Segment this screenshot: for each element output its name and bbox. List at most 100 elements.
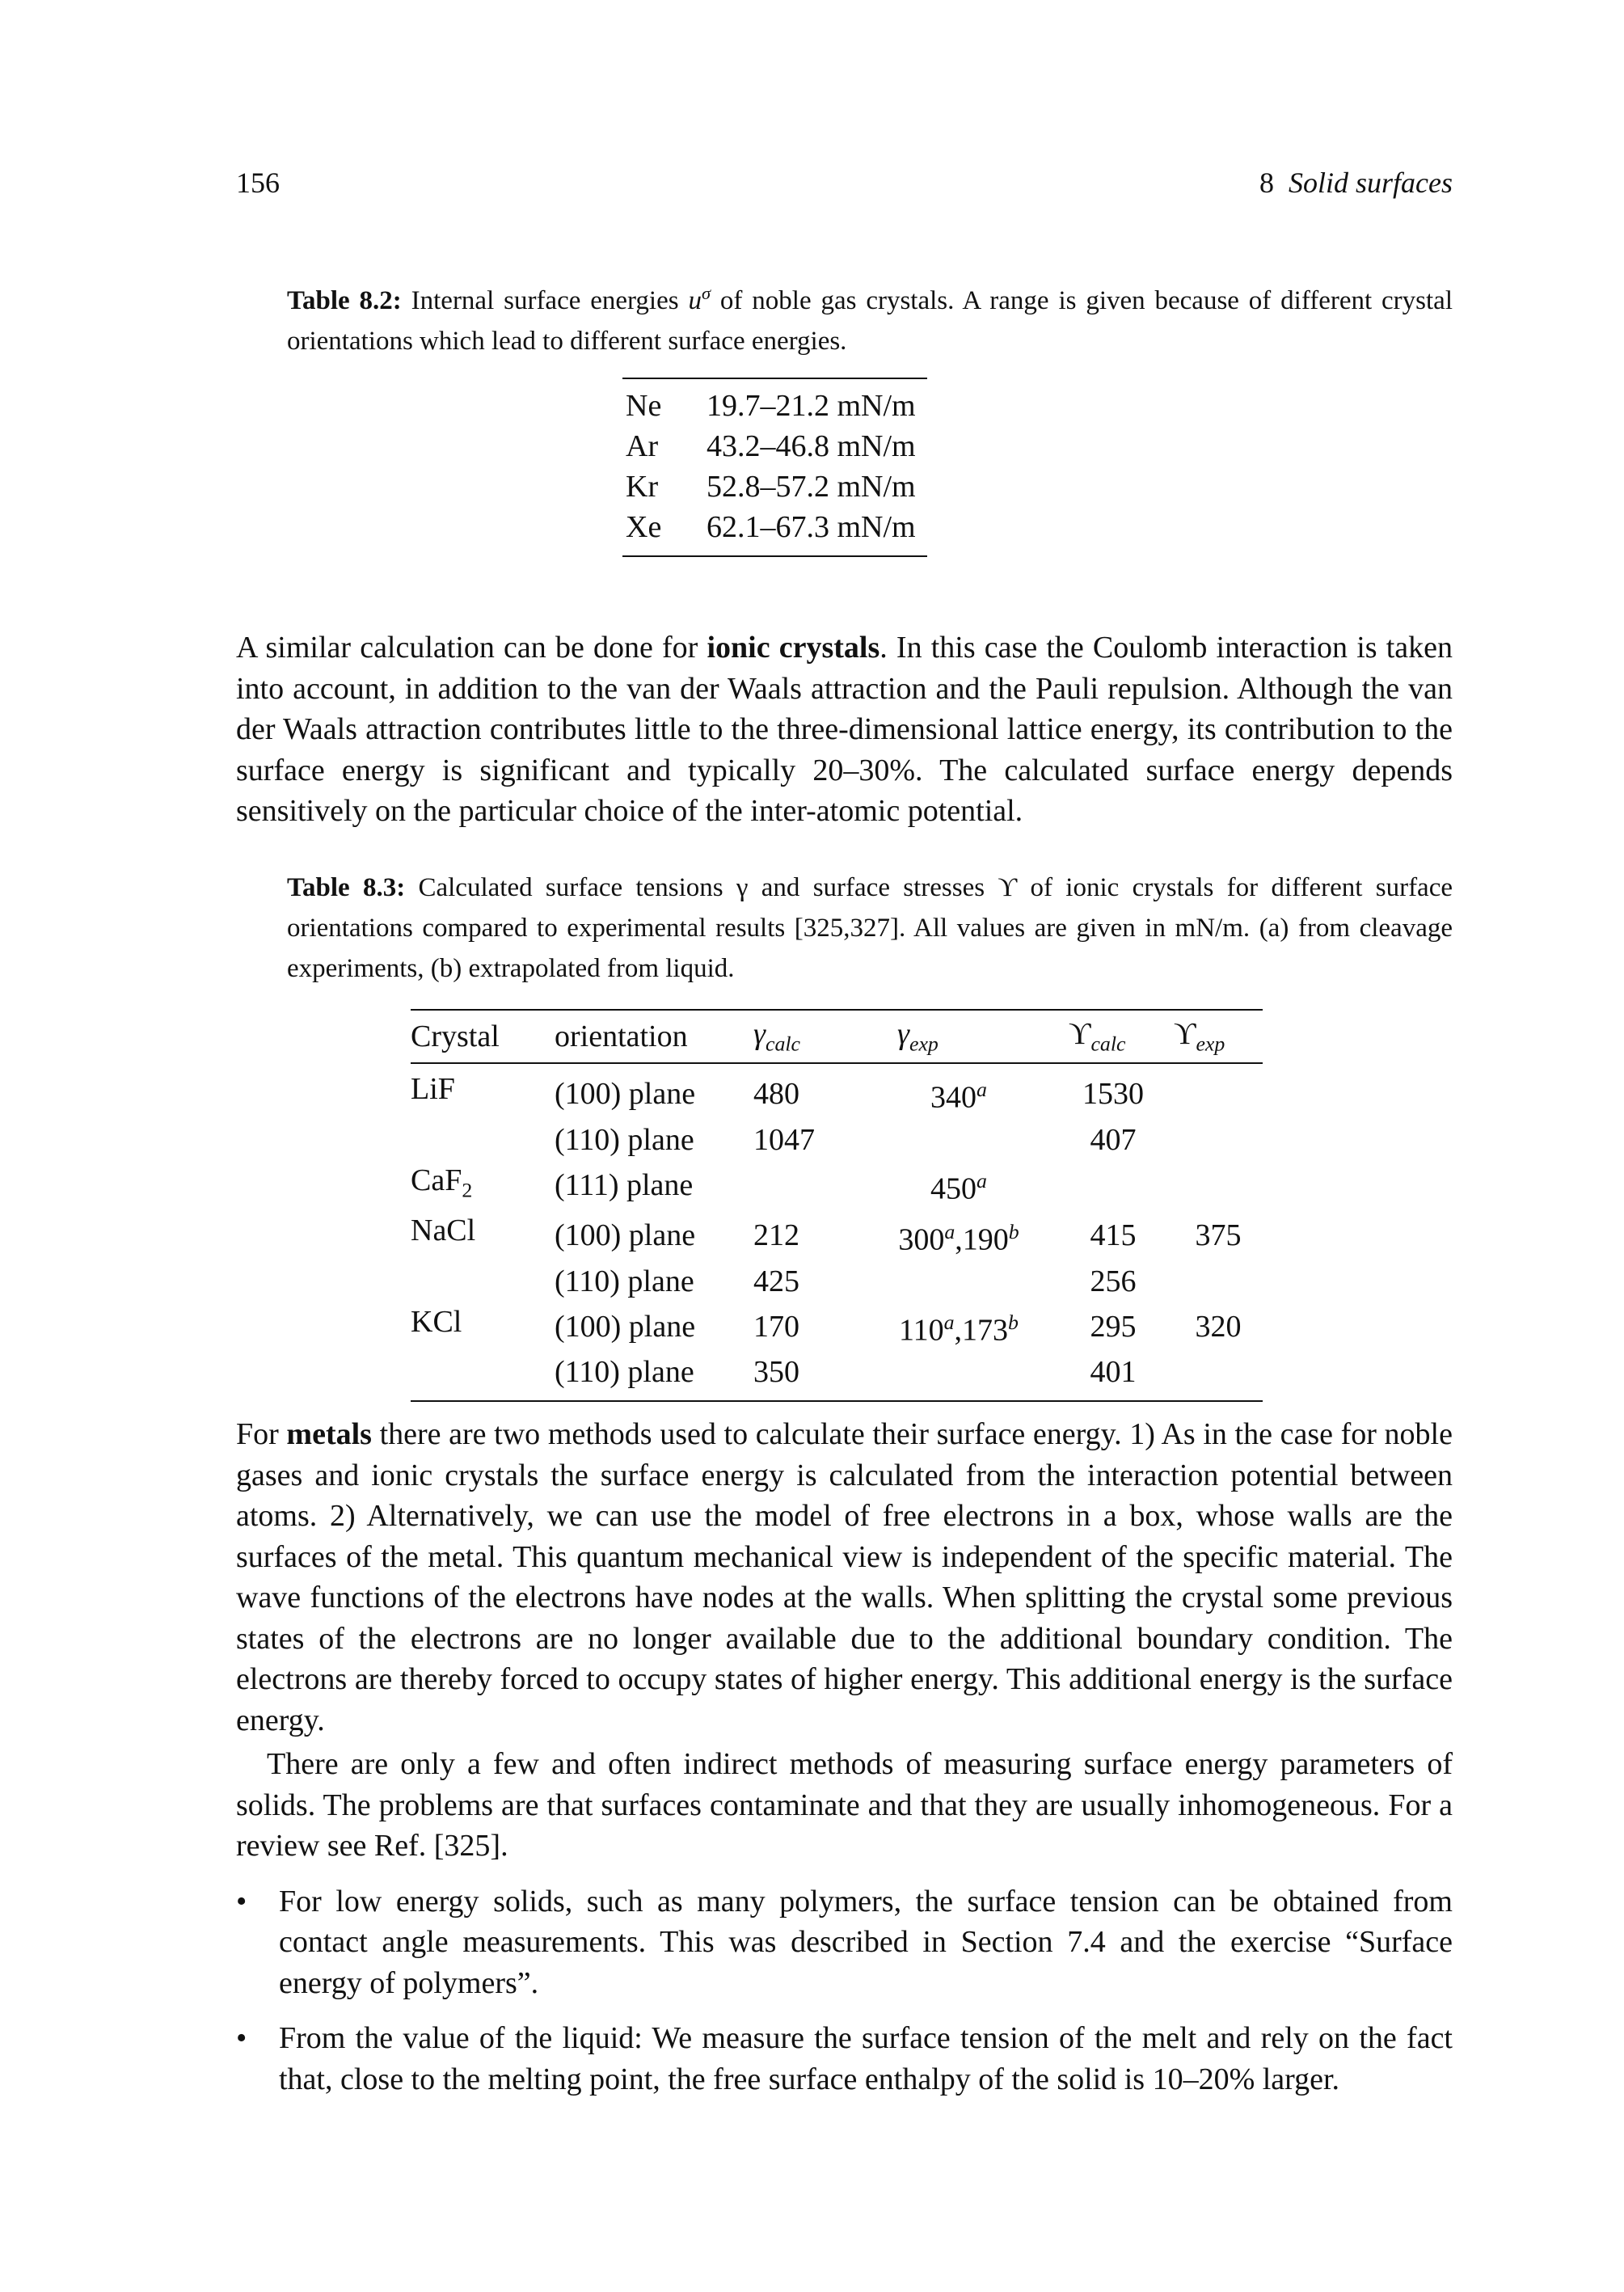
chapter-title: Solid surfaces	[1289, 167, 1453, 199]
paragraph-text: there are two methods used to calculate …	[236, 1417, 1453, 1737]
table-label: Table 8.3:	[287, 873, 406, 902]
col-header-crystal: Crystal	[411, 1010, 555, 1064]
cell-upsilon-exp	[1174, 1352, 1263, 1401]
cell-upsilon-exp	[1174, 1120, 1263, 1160]
cell-gamma-exp: 450a	[930, 1169, 987, 1206]
cell-gamma-exp	[865, 1352, 1052, 1401]
paragraph-metals: For metals there are two methods used to…	[236, 1414, 1453, 2114]
table-8-3: Crystal orientation γcalc γexp ϒcalc ϒex…	[411, 1009, 1263, 1403]
cell-upsilon-calc: 295	[1090, 1310, 1137, 1344]
cell-crystal: LiF	[411, 1072, 455, 1106]
cell-crystal	[411, 1352, 555, 1401]
symbol: ϒ	[1174, 1017, 1196, 1052]
cell-upsilon-exp	[1174, 1160, 1263, 1211]
symbol: u	[688, 286, 702, 315]
keyword: metals	[286, 1417, 372, 1451]
cell-gamma-exp	[865, 1120, 1052, 1160]
bullet-icon: •	[236, 2021, 247, 2055]
table-8-3-caption: Table 8.3: Calculated surface tensions γ…	[287, 867, 1453, 989]
bullet-icon: •	[236, 1884, 247, 1918]
cell-gamma-exp: 340a	[930, 1078, 987, 1116]
cell-element: Ne	[626, 389, 662, 423]
cell-orientation: (110) plane	[555, 1122, 694, 1157]
paragraph-text: . In this case the Coulomb interaction i…	[236, 631, 1453, 828]
table-row: (110) plane 1047 407	[411, 1120, 1263, 1160]
cell-gamma-exp: 300a,190b	[898, 1219, 1019, 1257]
bullet-item: • From the value of the liquid: We measur…	[236, 2018, 1453, 2100]
cell-gamma-calc	[753, 1160, 865, 1211]
table-label: Table 8.2:	[287, 286, 402, 315]
cell-upsilon-calc: 415	[1090, 1218, 1137, 1253]
cell-gamma-calc: 212	[753, 1218, 799, 1253]
col-header-upsilon-calc: ϒcalc	[1052, 1010, 1174, 1064]
cell-orientation: (111) plane	[555, 1167, 694, 1202]
bullet-text: For low energy solids, such as many poly…	[279, 1884, 1453, 2000]
col-header-gamma-calc: γcalc	[753, 1010, 865, 1064]
cell-upsilon-calc: 256	[1090, 1264, 1137, 1298]
paragraph-text: For	[236, 1417, 287, 1451]
cell-upsilon-calc: 401	[1090, 1355, 1137, 1390]
cell-orientation: (110) plane	[555, 1264, 694, 1298]
caption-text: Calculated surface tensions γ and surfac…	[287, 873, 1453, 983]
table-row: (110) plane 425 256	[411, 1261, 1263, 1302]
cell-upsilon-exp: 320	[1195, 1310, 1242, 1344]
cell-upsilon-calc: 1530	[1082, 1077, 1144, 1112]
table-row: NaCl (100) plane 212 300a,190b 415 375	[411, 1210, 1263, 1261]
cell-gamma-calc: 425	[753, 1264, 799, 1298]
table-row: Kr 52.8–57.2 mN/m	[622, 466, 927, 507]
page-number: 156	[236, 167, 280, 199]
cell-upsilon-exp	[1174, 1261, 1263, 1302]
symbol: ϒ	[1069, 1017, 1091, 1052]
symbol: γ	[897, 1017, 909, 1052]
cell-value: 43.2–46.8 mN/m	[707, 429, 916, 463]
cell-upsilon-calc: 407	[1090, 1122, 1137, 1157]
symbol: γ	[753, 1017, 766, 1052]
paragraph-ionic: A similar calculation can be done for io…	[236, 627, 1453, 832]
caption-text: of noble gas crystals. A range is given …	[287, 286, 1453, 356]
table-header-row: Crystal orientation γcalc γexp ϒcalc ϒex…	[411, 1010, 1263, 1064]
cell-crystal: NaCl	[411, 1214, 476, 1248]
table-row: Ar 43.2–46.8 mN/m	[622, 426, 927, 466]
caption-text: Internal surface energies	[401, 286, 689, 315]
cell-upsilon-exp	[1174, 1063, 1263, 1120]
subscript: calc	[765, 1032, 801, 1056]
table-row: (110) plane 350 401	[411, 1352, 1263, 1401]
cell-value: 19.7–21.2 mN/m	[707, 389, 916, 423]
col-header-gamma-exp: γexp	[865, 1010, 1052, 1064]
cell-orientation: (100) plane	[555, 1310, 696, 1344]
symbol-sup: σ	[701, 283, 711, 303]
table-row: Ne 19.7–21.2 mN/m	[622, 378, 927, 426]
paragraph-text: A similar calculation can be done for	[236, 631, 707, 665]
cell-orientation: (110) plane	[555, 1355, 694, 1390]
subscript: exp	[1196, 1032, 1225, 1056]
cell-gamma-calc: 170	[753, 1310, 799, 1344]
cell-crystal	[411, 1261, 555, 1302]
cell-gamma-exp	[865, 1261, 1052, 1302]
cell-value: 52.8–57.2 mN/m	[707, 470, 916, 504]
subscript: calc	[1090, 1032, 1126, 1056]
col-header-orientation: orientation	[555, 1010, 753, 1064]
paragraph-measure: There are only a few and often indirect …	[236, 1747, 1453, 1863]
cell-gamma-exp: 110a,173b	[899, 1311, 1019, 1348]
table-row: LiF (100) plane 480 340a 1530	[411, 1063, 1263, 1120]
table-row: CaF2 (111) plane 450a	[411, 1160, 1263, 1211]
cell-gamma-calc: 350	[753, 1355, 799, 1390]
cell-gamma-calc: 1047	[753, 1122, 815, 1157]
bullet-text: From the value of the liquid: We measure…	[279, 2021, 1453, 2096]
cell-element: Kr	[626, 470, 659, 504]
cell-value: 62.1–67.3 mN/m	[707, 510, 916, 544]
cell-orientation: (100) plane	[555, 1077, 696, 1112]
cell-upsilon-exp: 375	[1195, 1218, 1242, 1253]
cell-element: Ar	[626, 429, 659, 463]
cell-orientation: (100) plane	[555, 1218, 696, 1253]
bullet-list: • For low energy solids, such as many pol…	[236, 1881, 1453, 2100]
cell-crystal	[411, 1120, 555, 1160]
table-8-2-caption: Table 8.2: Internal surface energies uσ …	[287, 273, 1453, 361]
cell-upsilon-calc	[1052, 1160, 1174, 1211]
cell-crystal: CaF2	[411, 1163, 473, 1202]
cell-gamma-calc: 480	[753, 1077, 799, 1112]
col-header-upsilon-exp: ϒexp	[1174, 1010, 1263, 1064]
cell-crystal: KCl	[411, 1304, 462, 1339]
